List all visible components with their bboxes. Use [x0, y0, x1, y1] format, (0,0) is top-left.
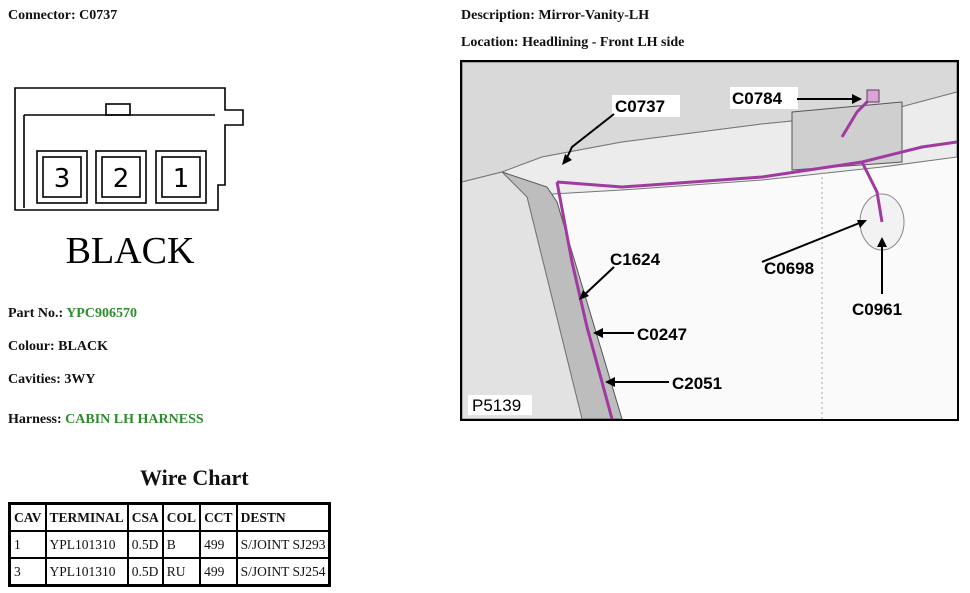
side-panel	[462, 171, 583, 419]
harness-main-run	[556, 140, 957, 189]
c0784-connector-block	[866, 89, 880, 103]
colour-value: BLACK	[58, 339, 108, 354]
table-row: 1 YPL101310 0.5D B 499 S/JOINT SJ293	[8, 530, 331, 559]
col-terminal: TERMINAL	[44, 502, 129, 532]
wire-chart-table: CAV TERMINAL CSA COL CCT DESTN 1 YPL1013…	[8, 502, 332, 587]
cell-cav: 1	[8, 530, 47, 559]
callout-bg-c0784	[730, 87, 798, 109]
harness-branch-c0698	[860, 161, 884, 223]
cavity-inner-2	[101, 156, 141, 198]
description-label: Description:	[461, 8, 535, 23]
cavities-value: 3WY	[64, 372, 96, 387]
connector-face-drawing: 3 2 1 BLACK	[14, 87, 244, 272]
callout-c0784: C0784	[732, 89, 783, 108]
part-no-label: Part No.:	[8, 306, 64, 321]
connector-colour-text: BLACK	[66, 230, 195, 272]
cell-cct: 499	[199, 530, 238, 559]
description-value: Mirror-Vanity-LH	[538, 8, 650, 23]
cavity-number-2: 2	[113, 164, 130, 194]
colour-label: Colour:	[8, 339, 55, 354]
cell-col: B	[161, 530, 202, 559]
cavity-box-1	[155, 150, 207, 204]
cell-csa: 0.5D	[126, 557, 164, 587]
harness-label: Harness:	[8, 412, 62, 427]
table-header-row: CAV TERMINAL CSA COL CCT DESTN	[8, 502, 331, 532]
connector-value: C0737	[79, 8, 118, 23]
cavity-box-3	[36, 150, 88, 204]
callout-c2051: C2051	[672, 374, 722, 393]
cell-cav: 3	[8, 557, 47, 587]
connector-outline	[14, 87, 244, 211]
harness-line: Harness: CABIN LH HARNESS	[8, 412, 204, 428]
part-no-value[interactable]: YPC906570	[66, 306, 137, 321]
arrowhead-c0784	[852, 94, 862, 104]
colour-line: Colour: BLACK	[8, 339, 108, 355]
col-destn: DESTN	[235, 502, 331, 532]
arrowhead-c2051	[605, 377, 615, 387]
cavities-line: Cavities: 3WY	[8, 372, 96, 388]
col-csa: CSA	[126, 502, 164, 532]
arrowhead-c0961	[877, 237, 887, 247]
connector-label: Connector:	[8, 8, 76, 23]
leader-c1624	[581, 266, 615, 298]
wire-chart-title: Wire Chart	[140, 465, 249, 490]
callout-bg-c0737	[612, 95, 680, 117]
callout-c0247: C0247	[637, 325, 687, 344]
cell-cct: 499	[199, 557, 238, 587]
arrowhead-c0737	[562, 154, 572, 165]
connector-latch	[105, 103, 131, 116]
mounting-bracket	[791, 101, 903, 171]
description-line: Description: Mirror-Vanity-LH	[461, 8, 649, 24]
location-figure: C0737 C0784 C1624 C0698 C0247 C0961 C205…	[460, 60, 959, 421]
cell-destn: S/JOINT SJ293	[235, 530, 331, 559]
cavity-box-2	[95, 150, 147, 204]
col-cav: CAV	[8, 502, 47, 532]
arrowhead-c0698	[857, 220, 867, 228]
cavity-number-3: 3	[54, 164, 71, 194]
callout-c0698: C0698	[764, 259, 814, 278]
location-line: Location: Headlining - Front LH side	[461, 35, 684, 51]
cell-terminal: YPL101310	[44, 530, 129, 559]
arrowhead-c0247	[593, 328, 603, 338]
callout-c0961: C0961	[852, 300, 902, 319]
connector-line: Connector: C0737	[8, 8, 117, 24]
location-label: Location:	[461, 35, 519, 50]
cavity-inner-1	[161, 156, 201, 198]
cavity-number-1: 1	[173, 164, 190, 194]
cavities-label: Cavities:	[8, 372, 61, 387]
table-row: 3 YPL101310 0.5D RU 499 S/JOINT SJ254	[8, 557, 331, 587]
arrowhead-c1624	[579, 290, 589, 300]
figure-ref-bg	[468, 395, 532, 415]
cell-col: RU	[161, 557, 202, 587]
col-col: COL	[161, 502, 202, 532]
figure-ref: P5139	[472, 396, 521, 415]
harness-value[interactable]: CABIN LH HARNESS	[65, 412, 204, 427]
cell-csa: 0.5D	[126, 530, 164, 559]
part-no-line: Part No.: YPC906570	[8, 306, 137, 322]
cavity-inner-3	[42, 156, 82, 198]
callout-c0737: C0737	[615, 97, 665, 116]
col-cct: CCT	[199, 502, 238, 532]
leader-c0698	[761, 221, 863, 263]
cell-destn: S/JOINT SJ254	[235, 557, 331, 587]
callout-c1624: C1624	[610, 250, 661, 269]
location-value: Headlining - Front LH side	[522, 35, 685, 50]
vehicle-headlining-illustration: C0737 C0784 C1624 C0698 C0247 C0961 C205…	[462, 62, 957, 419]
cell-terminal: YPL101310	[44, 557, 129, 587]
harness-pillar-run	[555, 181, 614, 419]
